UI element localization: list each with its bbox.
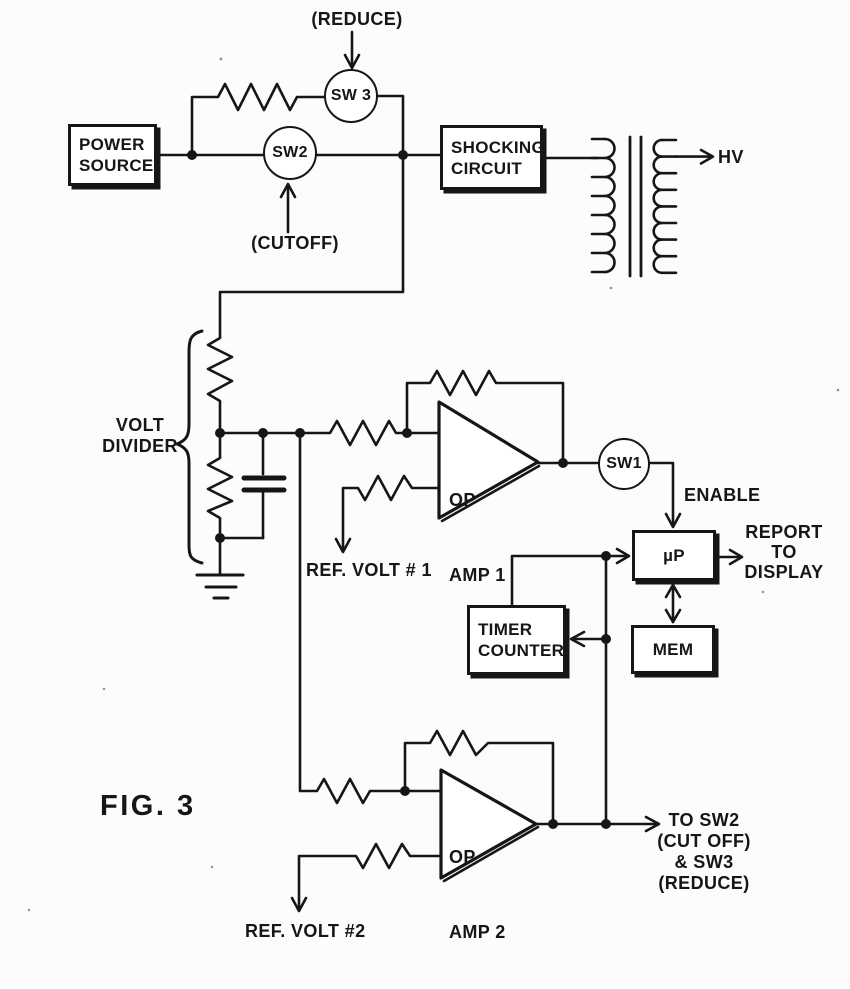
sw1-label: SW1 (606, 455, 642, 472)
volt-divider-label-line1: VOLT (115, 415, 165, 435)
figure-number: FIG. 3 (100, 790, 196, 822)
transformer-primary-ticks (590, 137, 607, 274)
transformer (541, 135, 715, 278)
paper-specks (27, 57, 840, 912)
resistor-ref-volt-1 (334, 474, 441, 554)
reduce-top-label: (REDUCE) (311, 9, 403, 29)
volt-divider-brace (175, 329, 204, 565)
report-label-line2: TO (771, 542, 797, 562)
reduce-arrow (343, 30, 361, 70)
up-mem-double-arrow (664, 582, 682, 624)
op-amp-2-label-line2: AMP 2 (449, 922, 506, 942)
power-source-label-line1: POWER (79, 135, 145, 154)
shocking-circuit-box: SHOCKING CIRCUIT (440, 125, 546, 190)
to-sw-label: TO SW2 (CUT OFF) & SW3 (REDUCE) (645, 810, 763, 894)
to-sw-label-line1: TO SW2 (668, 810, 740, 830)
op-amp-1-label-line2: AMP 1 (449, 565, 506, 585)
shocking-circuit-label-line1: SHOCKING (451, 137, 546, 157)
volt-divider-label-line2: DIVIDER (102, 436, 178, 456)
volt-divider-label: VOLT DIVIDER (94, 415, 186, 457)
resistor-opamp2-feedback (403, 729, 555, 826)
report-to-display-label: REPORT TO DISPLAY (732, 522, 836, 582)
capacitor (218, 431, 287, 540)
timer-counter-label-line1: TIMER (478, 620, 533, 639)
volt-divider-chain (206, 153, 405, 577)
sw1-switch: SW1 (598, 438, 650, 490)
report-label-line3: DISPLAY (744, 562, 824, 582)
sw2-label: SW2 (272, 144, 308, 161)
resistor-opamp1-input (218, 419, 441, 447)
mem-label: MEM (652, 640, 694, 659)
sw2-switch: SW2 (263, 126, 317, 180)
ref-volt-1-label: REF. VOLT # 1 (306, 560, 432, 580)
to-sw-label-line4: (REDUCE) (658, 873, 750, 893)
hv-arrow (674, 148, 715, 165)
report-label-line1: REPORT (745, 522, 823, 542)
op-amp-1-triangle (437, 400, 541, 523)
timer-counter-label-line2: COUNTER (478, 641, 565, 660)
transformer-core (628, 135, 643, 278)
shocking-circuit-label-line2: CIRCUIT (451, 158, 523, 178)
mem-box: MEM (631, 625, 715, 674)
op-amp-2-triangle (439, 768, 540, 883)
junction-dots (187, 150, 611, 829)
sw3-switch: SW 3 (324, 69, 378, 123)
microprocessor-label: µP (663, 546, 685, 565)
op-amp-1-label-line1: OP (449, 490, 476, 510)
power-source-box: POWER SOURCE (68, 124, 157, 186)
op-amp-1-label: OP AMP 1 (449, 438, 506, 638)
ground-symbol (195, 573, 245, 600)
op-amp-2-label: OP AMP 2 (449, 795, 506, 989)
op-amp-2-label-line1: OP (449, 847, 476, 867)
power-source-label-line2: SOURCE (79, 156, 154, 175)
transformer-primary-coil (603, 137, 616, 274)
ref-volt-2-label: REF. VOLT #2 (245, 921, 366, 941)
to-sw-label-line2: (CUT OFF) (657, 831, 751, 851)
resistor-ref-volt-2 (290, 842, 443, 913)
enable-label: ENABLE (684, 485, 761, 505)
resistor-opamp1-feedback (405, 369, 565, 465)
hv-label: HV (718, 147, 744, 167)
to-sw-label-line3: & SW3 (674, 852, 734, 872)
cutoff-arrow (279, 182, 297, 234)
resistor-opamp2-input (298, 431, 443, 805)
cutoff-label: (CUTOFF) (251, 233, 339, 253)
sw3-label: SW 3 (330, 87, 372, 104)
timer-counter-box: TIMER COUNTER (467, 605, 566, 675)
wire-feedback-bus (510, 547, 631, 826)
wire-opamp1-output (536, 461, 682, 529)
transformer-secondary-ticks (660, 138, 678, 275)
microprocessor-box: µP (632, 530, 716, 581)
report-arrow (714, 548, 744, 566)
